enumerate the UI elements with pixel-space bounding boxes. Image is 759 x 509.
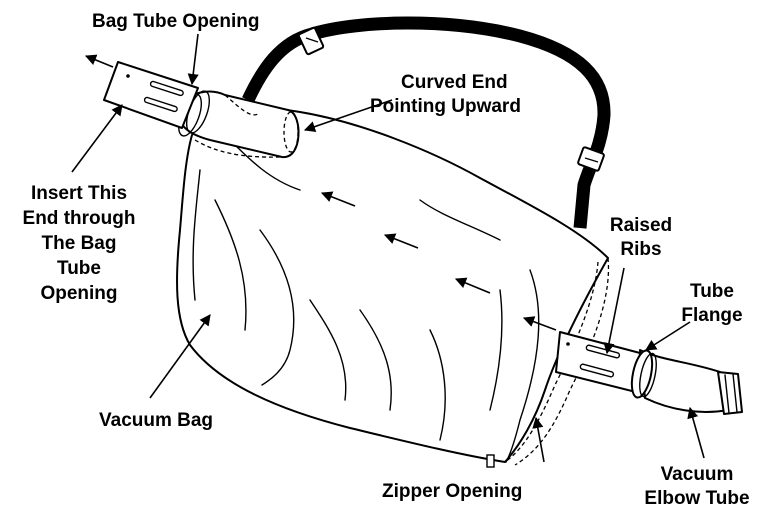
direction-arrow-3 bbox=[454, 277, 491, 294]
label-insert-line2: End through bbox=[23, 208, 136, 229]
label-vacuum-bag: Vacuum Bag bbox=[99, 410, 213, 431]
vacuum-bag bbox=[176, 103, 610, 468]
label-insert-line4: Tube bbox=[57, 258, 101, 279]
label-vacuum-elbow-line1: Vacuum bbox=[661, 464, 734, 485]
label-tube-flange-line2: Flange bbox=[681, 305, 742, 326]
strap-buckle-upper bbox=[297, 26, 325, 56]
vacuum-elbow-tube bbox=[555, 331, 743, 415]
label-tube-flange-line1: Tube bbox=[690, 281, 734, 302]
insert-direction-arrow bbox=[84, 54, 114, 68]
zipper-pull bbox=[486, 454, 495, 468]
label-curved-end-line1: Curved End bbox=[401, 72, 508, 93]
leader-tube-flange bbox=[645, 321, 691, 351]
direction-arrow-2 bbox=[383, 233, 419, 249]
shoulder-strap bbox=[242, 16, 611, 229]
label-zipper-opening: Zipper Opening bbox=[382, 481, 522, 502]
label-curved-end-line2: Pointing Upward bbox=[370, 96, 521, 117]
zipper-seam-outer bbox=[514, 257, 610, 466]
leader-zipper-opening bbox=[532, 416, 545, 463]
label-insert-line5: Opening bbox=[40, 283, 117, 304]
bag-tube-end bbox=[103, 61, 199, 129]
label-raised-ribs-line2: Ribs bbox=[620, 239, 661, 260]
leader-insert-end bbox=[71, 104, 123, 173]
bag-tube-sleeve bbox=[177, 90, 300, 159]
leader-curved-end bbox=[303, 99, 393, 133]
label-bag-tube-opening: Bag Tube Opening bbox=[92, 11, 259, 32]
leader-raised-ribs bbox=[603, 267, 625, 355]
direction-arrow-1 bbox=[320, 191, 356, 207]
leader-vacuum-elbow bbox=[687, 406, 705, 459]
label-vacuum-elbow-line2: Elbow Tube bbox=[644, 488, 749, 509]
leader-bag-tube-opening bbox=[187, 33, 199, 86]
label-insert-line1: Insert This bbox=[31, 183, 127, 204]
zipper-seam-inner bbox=[504, 261, 599, 463]
strap-buckle-lower bbox=[577, 146, 605, 172]
leader-vacuum-bag bbox=[149, 314, 211, 399]
direction-arrow-4 bbox=[522, 316, 557, 331]
label-raised-ribs-line1: Raised bbox=[610, 215, 672, 236]
label-insert-line3: The Bag bbox=[42, 233, 117, 254]
